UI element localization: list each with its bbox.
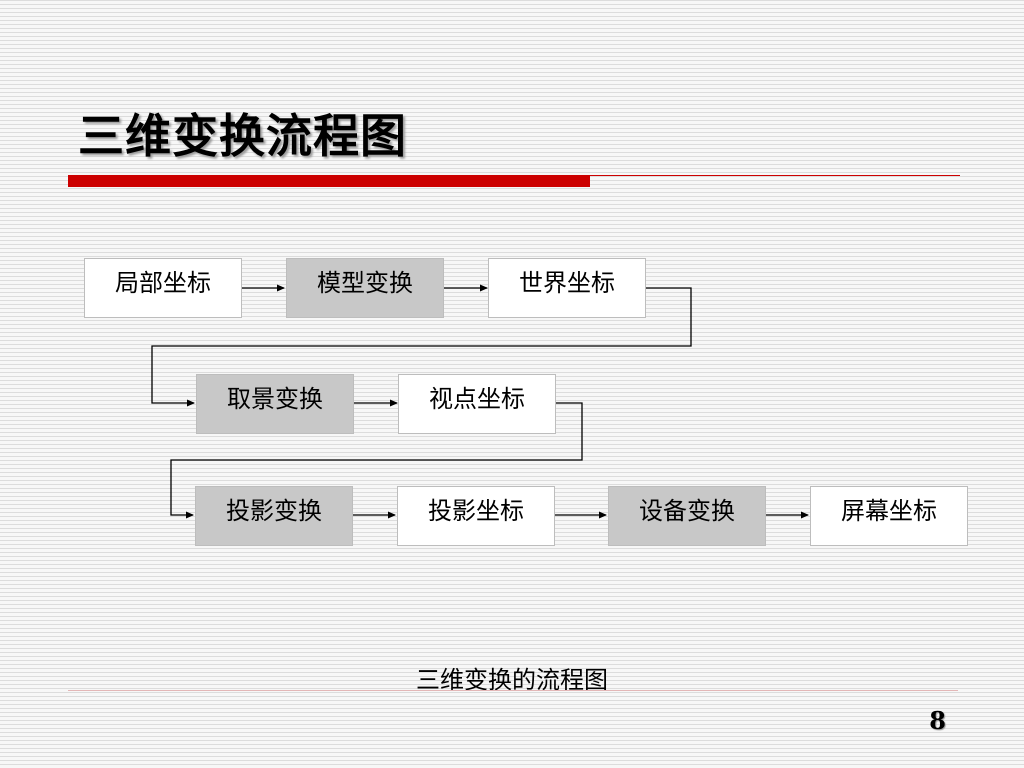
page-number: 8 [929, 706, 946, 735]
connector-viewpoint-to-projection-transform [170, 402, 583, 519]
slide-title: 三维变换流程图 [78, 109, 407, 163]
title-underline-thick [68, 175, 590, 187]
node-world-coordinates: 世界坐标 [488, 258, 646, 318]
title-underline-thin [590, 175, 960, 176]
node-device-transform: 设备变换 [608, 486, 766, 546]
node-projection-coordinates: 投影坐标 [397, 486, 555, 546]
connector-world-to-view-transform [151, 287, 692, 407]
node-local-coordinates: 局部坐标 [84, 258, 242, 318]
node-view-transform: 取景变换 [196, 374, 354, 434]
node-viewpoint-coordinates: 视点坐标 [398, 374, 556, 434]
node-screen-coordinates: 屏幕坐标 [810, 486, 968, 546]
node-model-transform: 模型变换 [286, 258, 444, 318]
figure-caption: 三维变换的流程图 [416, 666, 608, 694]
footer-divider [68, 690, 958, 691]
node-projection-transform: 投影变换 [195, 486, 353, 546]
